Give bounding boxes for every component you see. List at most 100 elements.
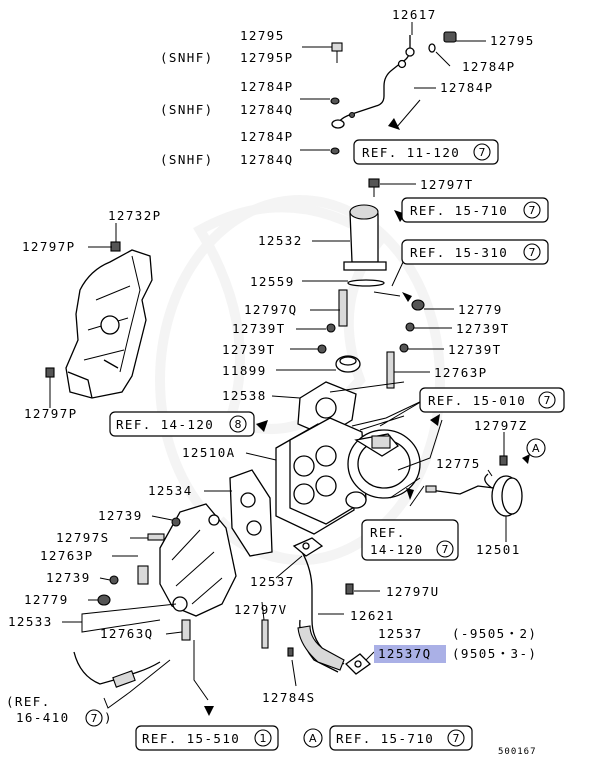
label-12797Q: 12797Q	[244, 302, 298, 317]
label-snhf-3: (SNHF)	[160, 152, 214, 167]
nut-12739T-c	[405, 322, 415, 332]
bolt-12795-right	[443, 31, 457, 43]
label-12775: 12775	[436, 456, 481, 471]
label-11899: 11899	[222, 363, 267, 378]
highlight-12537Q	[374, 645, 446, 663]
svg-text:REF. 15-510: REF. 15-510	[142, 731, 240, 746]
nut-12739T-d	[399, 343, 409, 353]
bolt-12797U	[345, 583, 354, 595]
label-12784P-left-2: 12784P	[240, 129, 294, 144]
label-12797U: 12797U	[386, 584, 440, 599]
stud-12763Q	[181, 619, 191, 641]
washer-12784P-right	[428, 43, 436, 53]
label-snhf-1: (SNHF)	[160, 50, 214, 65]
ref-box-14-120-8[interactable]: REF. 14-120 8	[109, 411, 255, 437]
label-12739T-b: 12739T	[222, 342, 276, 357]
clip-12784S	[287, 647, 294, 657]
label-12795-right: 12795	[490, 33, 535, 48]
svg-text:14-120: 14-120	[370, 542, 424, 557]
svg-text:7: 7	[91, 712, 98, 725]
ref-box-14-120-7[interactable]: REF. 14-120 7	[361, 519, 459, 561]
outlet-pipe-12532	[343, 204, 387, 271]
washer-12784Q-a	[330, 97, 340, 105]
svg-text:7: 7	[442, 543, 449, 556]
label-12739-a: 12739	[98, 508, 143, 523]
label-12779-right: 12779	[458, 302, 503, 317]
label-12533: 12533	[8, 614, 53, 629]
label-12797V: 12797V	[234, 602, 288, 617]
oil-feed-pipe-12617	[331, 35, 415, 129]
label-12532: 12532	[258, 233, 303, 248]
turbocharger-12510A	[275, 417, 421, 535]
label-12763P-b: 12763P	[40, 548, 94, 563]
label-12510A: 12510A	[182, 445, 236, 460]
nut-12779-left	[97, 594, 111, 606]
label-12795P: 12795P	[240, 50, 294, 65]
svg-text:8: 8	[235, 418, 242, 431]
nut-12739-b	[109, 575, 119, 585]
label-12797S: 12797S	[56, 530, 110, 545]
label-12784P-right-1: 12784P	[462, 59, 516, 74]
svg-text:A: A	[532, 442, 540, 455]
nut-12739T-a	[326, 323, 336, 333]
bolt-12797Q	[338, 289, 348, 327]
ref-box-11-120[interactable]: REF. 11-120 7	[353, 139, 499, 165]
ref-box-15-710-top[interactable]: REF. 15-710 7	[401, 197, 549, 223]
bolt-12797V	[261, 619, 269, 649]
label-12537Q[interactable]: 12537Q	[378, 646, 432, 661]
wastegate-actuator-12501	[425, 475, 523, 517]
label-12739T-c: 12739T	[456, 321, 510, 336]
stud-12797S	[147, 533, 165, 541]
label-date-1: (-9505・2)	[452, 626, 537, 641]
svg-text:REF. 15-710: REF. 15-710	[410, 203, 508, 218]
svg-text:REF.: REF.	[370, 525, 406, 540]
heat-insulator-12533	[159, 503, 237, 617]
label-date-2: (9505・3-)	[452, 646, 537, 661]
ref-box-15-510[interactable]: REF. 15-510 1	[135, 725, 279, 751]
ring-11899	[335, 355, 361, 373]
label-12621: 12621	[350, 608, 395, 623]
svg-text:7: 7	[544, 394, 551, 407]
label-12784Q-a: 12784Q	[240, 102, 294, 117]
gasket-12537-bottom	[344, 653, 372, 675]
stud-12763P	[386, 351, 395, 389]
svg-text:REF. 14-120: REF. 14-120	[116, 417, 214, 432]
part-labels: 12617 12795 12795 (SNHF) 12795P 12784P 1…	[8, 7, 537, 705]
label-12732P: 12732P	[108, 208, 162, 223]
ref-box-15-710-bottom[interactable]: REF. 15-710 7	[329, 725, 473, 751]
svg-text:REF. 15-010: REF. 15-010	[428, 393, 526, 408]
bolt-12795P	[331, 42, 343, 63]
label-12534: 12534	[148, 483, 193, 498]
ref-box-16-410[interactable]: (REF. 16-410 7 )	[6, 694, 113, 727]
bolt-12797T	[368, 178, 380, 197]
label-12617: 12617	[392, 7, 437, 22]
label-12784Q-b: 12784Q	[240, 152, 294, 167]
label-12537-b: 12537	[378, 626, 423, 641]
gasket-12537-top	[292, 537, 324, 557]
label-12739-b: 12739	[46, 570, 91, 585]
label-12739T-a: 12739T	[232, 321, 286, 336]
marker-a-bottom: A	[303, 728, 323, 748]
label-12763P: 12763P	[434, 365, 488, 380]
label-12784P-right-2: 12784P	[440, 80, 494, 95]
svg-text:REF. 15-310: REF. 15-310	[410, 245, 508, 260]
figure-id: 500167	[498, 747, 537, 757]
svg-text:7: 7	[479, 146, 486, 159]
label-12784S: 12784S	[262, 690, 316, 705]
nut-12739-a	[171, 517, 181, 527]
label-12739T-d: 12739T	[448, 342, 502, 357]
svg-text:): )	[104, 710, 113, 725]
label-12797Z: 12797Z	[474, 418, 528, 433]
nut-12739T-b	[317, 344, 327, 354]
marker-a-top: A	[526, 438, 546, 458]
ref-box-15-310[interactable]: REF. 15-310 7	[401, 239, 549, 265]
label-12797T: 12797T	[420, 177, 474, 192]
svg-text:A: A	[309, 732, 317, 745]
hose-12775	[484, 473, 493, 489]
ref-box-15-010[interactable]: REF. 15-010 7	[419, 387, 565, 413]
label-12537-a: 12537	[250, 574, 295, 589]
label-12763Q: 12763Q	[100, 626, 154, 641]
bolt-12797Z	[499, 455, 508, 466]
svg-text:REF. 11-120: REF. 11-120	[362, 145, 460, 160]
